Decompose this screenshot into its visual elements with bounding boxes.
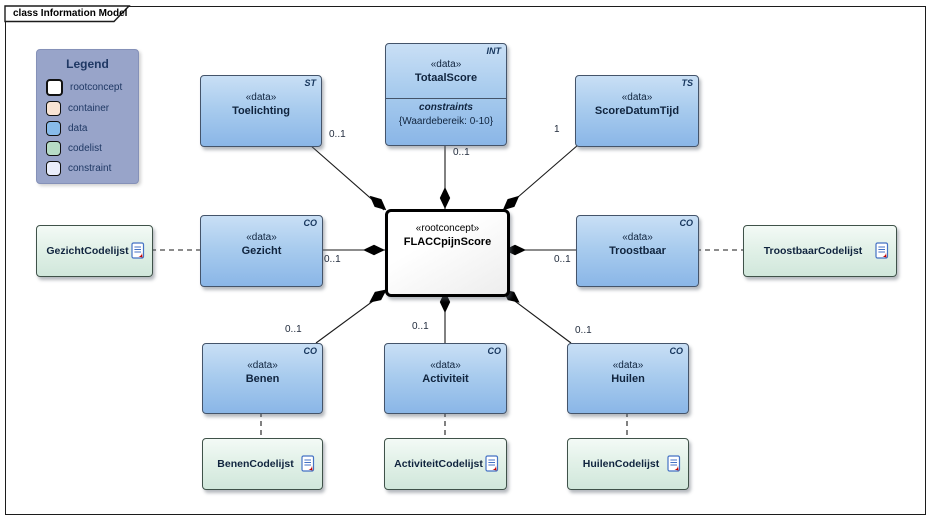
diamond-totaalscore: [439, 187, 451, 209]
diamond-benen: [369, 289, 387, 303]
stereotype: «data»: [245, 92, 277, 103]
codelist-troostbaar[interactable]: TroostbaarCodelijst: [743, 225, 897, 277]
diamond-scoredatumtijd: [502, 195, 520, 211]
constraint-swatch: [46, 161, 61, 176]
rootconcept-swatch: [46, 79, 63, 96]
class-name: FLACCpijnScore: [403, 236, 492, 248]
codelist-activiteit[interactable]: ActiviteitCodelijst: [384, 438, 507, 490]
diagram-tab-label: class Information Model: [13, 8, 128, 19]
constraints-compartment: constraints {Waardebereik: 0-10}: [386, 102, 506, 127]
multiplicity-troostbaar: 0..1: [554, 254, 571, 265]
legend-item-label: container: [68, 103, 110, 114]
type-tag: CO: [669, 346, 684, 356]
class-name: Benen: [245, 373, 280, 385]
class-toelichting[interactable]: ST «data» Toelichting: [200, 75, 322, 147]
constraint-value: {Waardebereik: 0-10}: [398, 116, 494, 127]
class-body: «rootconcept» FLACCpijnScore: [388, 212, 507, 248]
data-swatch: [46, 121, 61, 136]
type-tag: CO: [679, 218, 694, 228]
legend-item-codelist: codelist: [46, 141, 138, 156]
codelist-benen[interactable]: BenenCodelijst: [202, 438, 323, 490]
legend-item-label: rootconcept: [70, 82, 123, 93]
compartment-separator: [386, 98, 506, 99]
class-name: Huilen: [611, 373, 645, 385]
codelist-name: GezichtCodelijst: [46, 245, 129, 257]
class-name: ScoreDatumTijd: [594, 105, 680, 117]
multiplicity-huilen: 0..1: [575, 325, 592, 336]
class-body: «data» Toelichting: [201, 76, 321, 117]
stereotype: «data»: [621, 92, 653, 103]
multiplicity-gezicht: 0..1: [324, 254, 341, 265]
class-scoredatumtijd[interactable]: TS «data» ScoreDatumTijd: [575, 75, 699, 147]
type-tag: CO: [487, 346, 502, 356]
class-body: «data» Activiteit: [385, 344, 506, 385]
codelist-name: HuilenCodelijst: [582, 458, 660, 470]
class-flaccpijnscore[interactable]: «rootconcept» FLACCpijnScore: [385, 209, 510, 297]
class-name: Toelichting: [232, 105, 290, 117]
codelist-dependency-lines[interactable]: [151, 249, 744, 439]
multiplicity-toelichting: 0..1: [329, 129, 346, 140]
class-name: Gezicht: [241, 245, 282, 257]
type-tag: TS: [681, 78, 693, 88]
class-body: «data» Gezicht: [201, 216, 322, 257]
codelist-swatch: [46, 141, 61, 156]
legend-title: Legend: [66, 57, 109, 71]
type-tag: CO: [303, 346, 318, 356]
document-icon: [301, 455, 315, 472]
stereotype: «data»: [246, 232, 277, 243]
diagram-tab: [4, 5, 131, 23]
legend-item-label: constraint: [68, 163, 112, 174]
class-benen[interactable]: CO «data» Benen: [202, 343, 323, 414]
container-swatch: [46, 101, 61, 116]
stereotype: «data»: [612, 360, 644, 371]
class-name: Troostbaar: [609, 245, 666, 257]
class-name: TotaalScore: [414, 72, 478, 84]
class-troostbaar[interactable]: CO «data» Troostbaar: [576, 215, 699, 287]
class-name: Activiteit: [422, 373, 469, 385]
multiplicity-scoredatumtijd: 1: [554, 124, 560, 135]
document-icon: [485, 455, 499, 472]
diamond-gezicht: [363, 244, 385, 256]
class-body: «data» Huilen: [568, 344, 688, 385]
codelist-name: TroostbaarCodelijst: [763, 245, 863, 257]
legend-items: rootconcept container data codelist cons…: [46, 79, 138, 176]
stereotype: «data»: [430, 59, 462, 70]
document-icon: [667, 455, 681, 472]
stereotype: «data»: [430, 360, 461, 371]
codelist-gezicht[interactable]: GezichtCodelijst: [36, 225, 153, 277]
class-body: «data» Benen: [203, 344, 322, 385]
legend-item-rootconcept: rootconcept: [46, 79, 138, 96]
class-body: «data» Troostbaar: [577, 216, 698, 257]
legend-item-constraint: constraint: [46, 161, 138, 176]
multiplicity-activiteit: 0..1: [412, 321, 429, 332]
diamond-toelichting: [369, 195, 387, 211]
legend[interactable]: Legend rootconcept container data codeli…: [36, 49, 139, 184]
codelist-name: BenenCodelijst: [217, 458, 294, 470]
stereotype: «data»: [622, 232, 653, 243]
multiplicity-benen: 0..1: [285, 324, 302, 335]
class-body: «data» ScoreDatumTijd: [576, 76, 698, 117]
document-icon: [131, 242, 145, 259]
stereotype: «data»: [247, 360, 278, 371]
constraints-heading: constraints: [419, 102, 473, 113]
legend-item-label: codelist: [68, 143, 102, 154]
legend-item-container: container: [46, 101, 138, 116]
codelist-name: ActiviteitCodelijst: [394, 458, 483, 470]
legend-item-data: data: [46, 121, 138, 136]
class-totaalscore[interactable]: INT «data» TotaalScore constraints {Waar…: [385, 43, 507, 146]
type-tag: CO: [303, 218, 318, 228]
class-gezicht[interactable]: CO «data» Gezicht: [200, 215, 323, 287]
stereotype: «rootconcept»: [415, 223, 480, 234]
document-icon: [875, 242, 889, 259]
type-tag: ST: [304, 78, 316, 88]
multiplicity-totaalscore: 0..1: [453, 147, 470, 158]
codelist-huilen[interactable]: HuilenCodelijst: [567, 438, 689, 490]
class-activiteit[interactable]: CO «data» Activiteit: [384, 343, 507, 414]
type-tag: INT: [486, 46, 502, 56]
class-body: «data» TotaalScore: [386, 44, 506, 84]
class-huilen[interactable]: CO «data» Huilen: [567, 343, 689, 414]
legend-item-label: data: [68, 123, 88, 134]
